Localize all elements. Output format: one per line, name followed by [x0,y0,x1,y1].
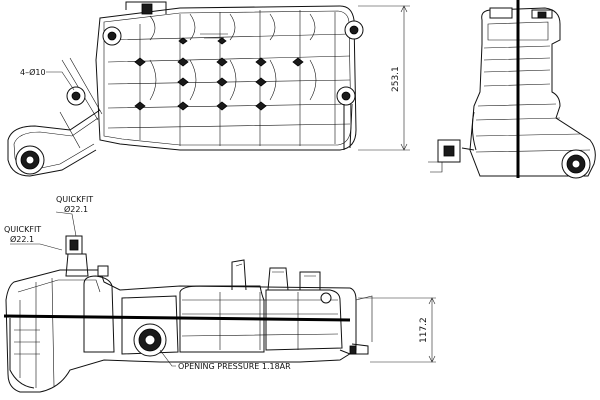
height-dimension-bottom: 117.2 [419,317,429,343]
cap-icon [561,149,591,179]
front-view [3,211,436,393]
quickfit-label-2-title: QUICKFIT [4,225,41,234]
mounting-hole-icon [336,86,356,106]
opening-pressure-label: OPENING PRESSURE 1.18AR [178,362,291,371]
quickfit-connector-icon [428,139,461,173]
cap-icon [15,145,45,175]
mounting-hole-icon [66,86,86,106]
pressure-cap-icon [133,323,167,357]
quickfit-label-1-title: QUICKFIT [56,195,93,204]
top-view [7,1,410,177]
quickfit-connector-icon [65,235,83,255]
quickfit-label-2-size: Ø22.1 [10,234,34,244]
mounting-hole-icon [344,20,364,40]
height-dimension-top: 253.1 [391,66,401,92]
side-view [428,0,596,179]
quickfit-label-1-size: Ø22.1 [64,204,88,214]
rib-nodes [134,37,304,111]
holes-label: 4–Ø10 [20,67,46,77]
mounting-hole-icon [102,26,122,46]
